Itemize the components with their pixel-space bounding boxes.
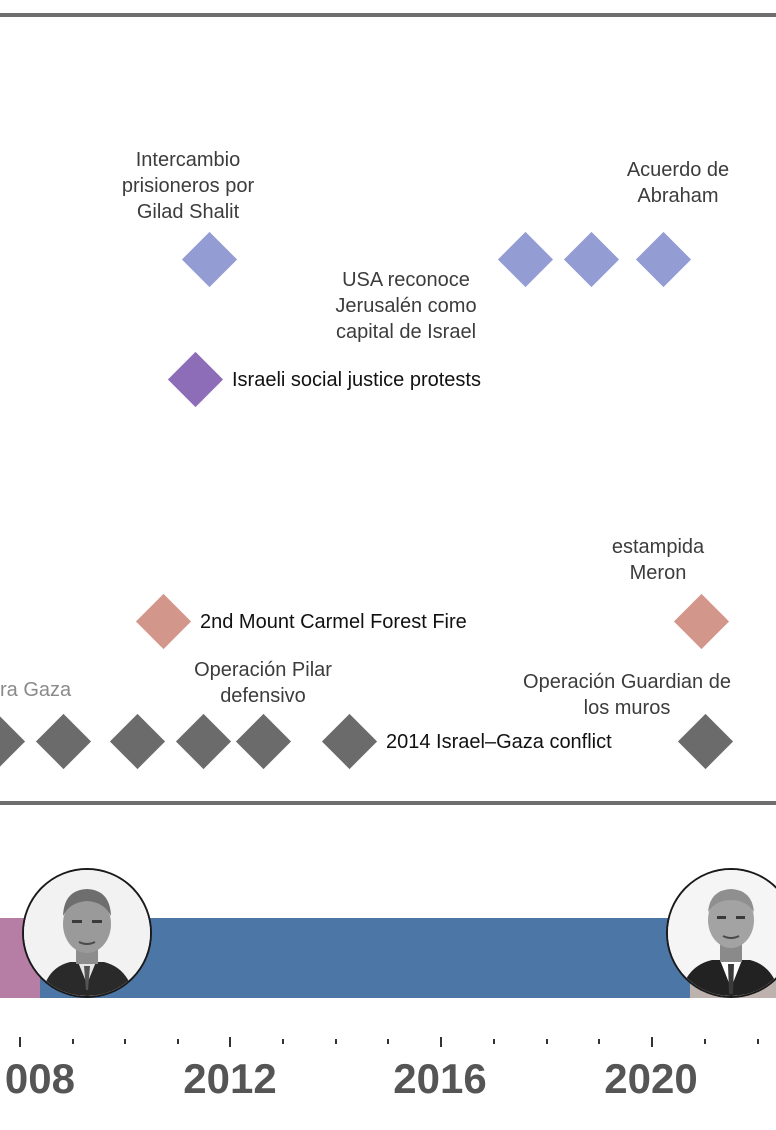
bennett-portrait-icon: [668, 870, 776, 996]
tick-minor: [387, 1039, 389, 1044]
event-label-abraham: Acuerdo de Abraham: [626, 159, 730, 207]
event-label-shalit: Intercambio prisioneros por Gilad Shalit: [121, 149, 255, 223]
event-marker-gaza-2008[interactable]: [0, 713, 26, 770]
tick-minor: [335, 1039, 337, 1044]
tick-major-2020: [651, 1037, 653, 1047]
event-marker-pilar-b[interactable]: [235, 713, 292, 770]
year-label-2012: 2012: [183, 1055, 277, 1102]
event-marker-carmel-fire[interactable]: [135, 593, 192, 650]
event-marker-guardian[interactable]: [677, 713, 734, 770]
tick-minor: [546, 1039, 548, 1044]
event-label-meron: estampida Meron: [611, 536, 705, 584]
portrait-netanyahu: [22, 868, 152, 998]
event-marker-pilar-a[interactable]: [175, 713, 232, 770]
event-label-pilar: Operación Pilar defensivo: [194, 659, 332, 707]
event-marker-military-2010[interactable]: [109, 713, 166, 770]
tick-major-2012: [229, 1037, 231, 1047]
event-label-usa-jerusalem: USA reconoce Jerusalén como capital de I…: [335, 269, 477, 343]
event-marker-military-2009[interactable]: [35, 713, 92, 770]
tick-minor: [282, 1039, 284, 1044]
event-marker-usa-jerusalem[interactable]: [497, 231, 554, 288]
panel-divider: [0, 801, 776, 805]
tick-minor: [757, 1039, 759, 1044]
tick-minor: [493, 1039, 495, 1044]
event-label-gaza-2014: 2014 Israel–Gaza conflict: [386, 731, 612, 753]
year-label-2016: 2016: [393, 1055, 487, 1102]
event-label-gaza-partial: ra Gaza: [0, 679, 72, 701]
tick-minor: [177, 1039, 179, 1044]
netanyahu-portrait-icon: [24, 870, 150, 996]
year-label-2020: 2020: [604, 1055, 698, 1102]
portrait-bennett: [666, 868, 776, 998]
event-label-guardian: Operación Guardian de los muros: [523, 671, 731, 719]
event-marker-social-protests[interactable]: [167, 351, 224, 408]
event-label-carmel-fire: 2nd Mount Carmel Forest Fire: [200, 611, 467, 633]
year-label-2008: 008: [4, 1055, 75, 1102]
event-marker-meron[interactable]: [673, 593, 730, 650]
event-marker-abraham-a[interactable]: [563, 231, 620, 288]
tick-major-2008: [19, 1037, 21, 1047]
event-marker-shalit[interactable]: [181, 231, 238, 288]
event-marker-abraham-b[interactable]: [635, 231, 692, 288]
tick-minor: [124, 1039, 126, 1044]
tick-minor: [704, 1039, 706, 1044]
tick-major-2016: [440, 1037, 442, 1047]
event-marker-gaza-2014[interactable]: [321, 713, 378, 770]
tick-minor: [72, 1039, 74, 1044]
event-label-social-protests: Israeli social justice protests: [232, 369, 481, 391]
tick-minor: [598, 1039, 600, 1044]
top-border: [0, 13, 776, 17]
